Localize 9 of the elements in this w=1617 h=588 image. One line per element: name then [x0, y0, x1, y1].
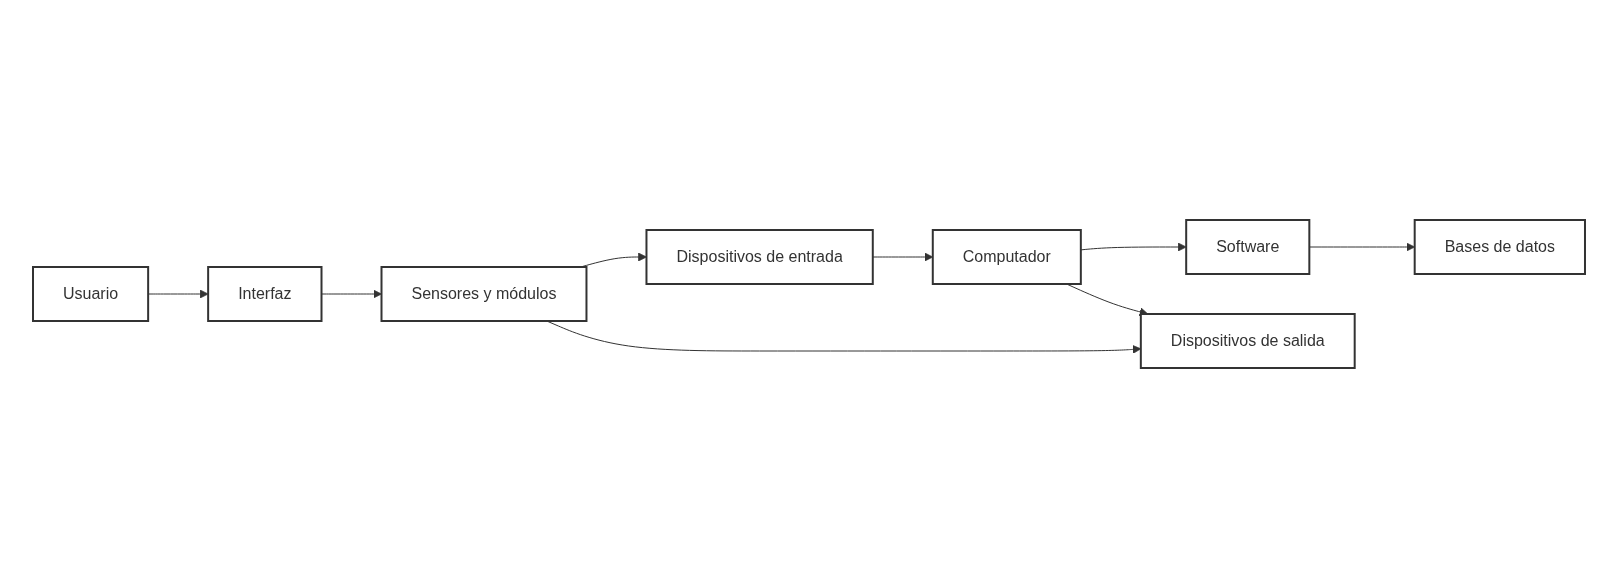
- node-box: Computador: [931, 229, 1082, 285]
- node-box: Dispositivos de salida: [1139, 313, 1356, 369]
- node-box: Software: [1184, 219, 1310, 275]
- node-box: Dispositivos de entrada: [644, 229, 874, 285]
- node-box: Sensores y módulos: [380, 266, 587, 322]
- node-box: Interfaz: [206, 266, 322, 322]
- node-box: Usuario: [31, 266, 149, 322]
- node-box: Bases de datos: [1413, 219, 1586, 275]
- arrow: [1308, 242, 1415, 252]
